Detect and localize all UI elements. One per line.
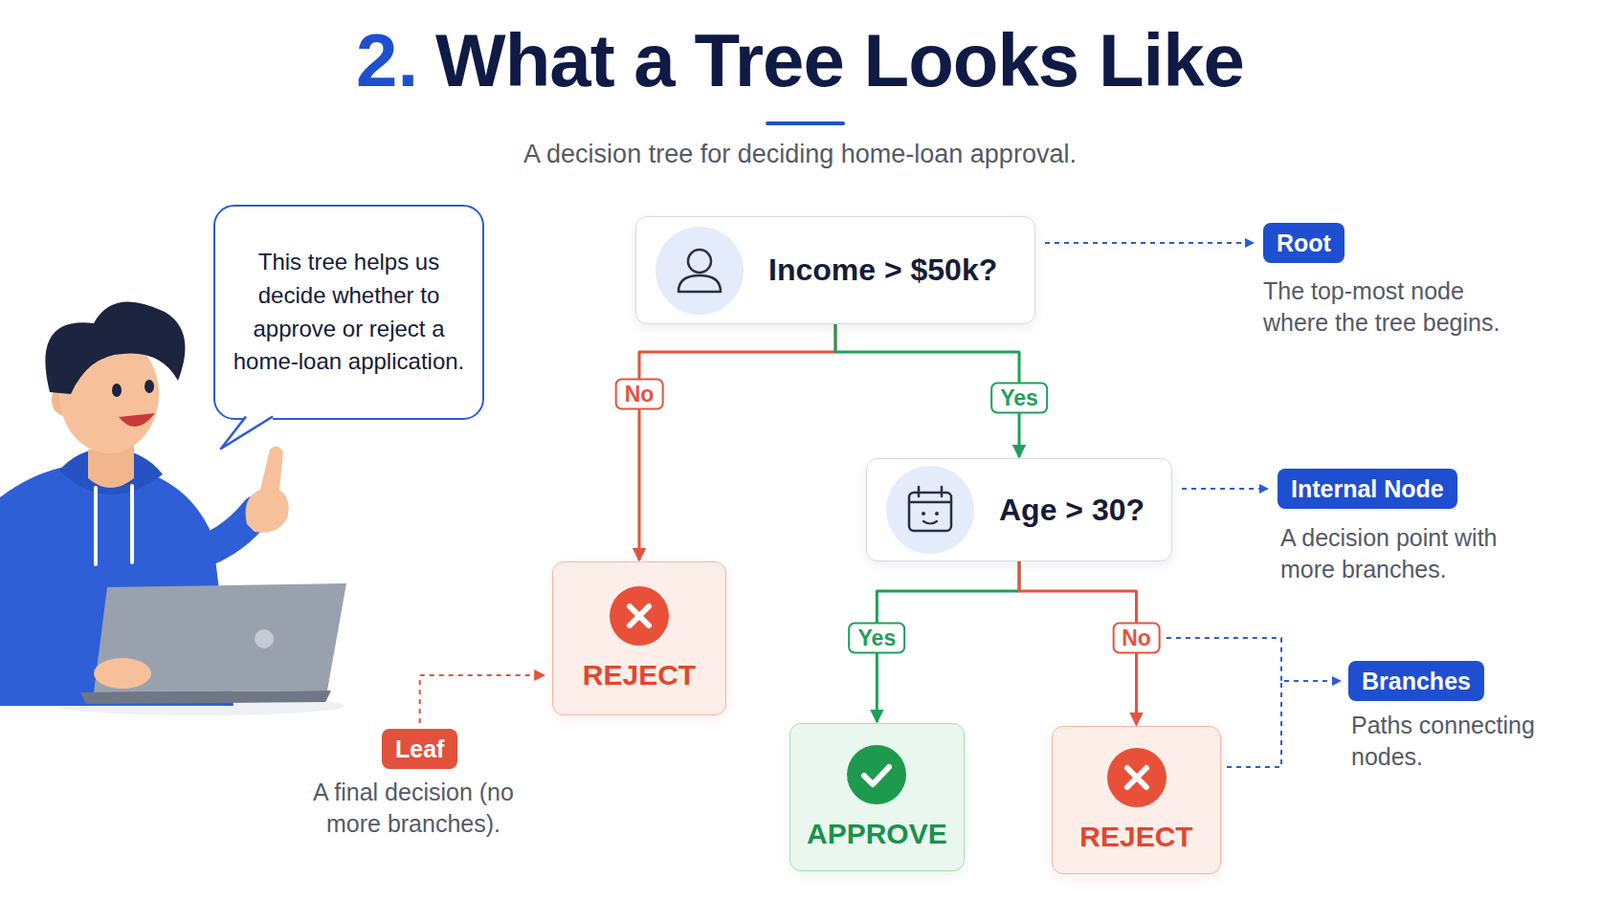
hand (93, 658, 152, 689)
laptop-lid (93, 583, 347, 693)
branch-label: No (615, 378, 665, 411)
node-text: REJECT (582, 659, 696, 692)
eye (144, 379, 155, 394)
check-icon (846, 745, 907, 805)
laptop-logo (254, 629, 274, 649)
person-icon (655, 226, 744, 315)
term-description: Paths connecting nodes. (1351, 710, 1557, 773)
node-text: Age > 30? (999, 492, 1145, 529)
term-description: A final decision (no more branches). (302, 777, 525, 840)
node-text: Internal Node (1290, 473, 1445, 505)
hair (44, 301, 185, 395)
laptop-base (80, 690, 332, 705)
section-number: 2. (355, 17, 419, 105)
title-row: 2.What a Tree Looks Like (0, 17, 1600, 105)
node-text: APPROVE (806, 818, 948, 851)
caption: A decision tree for deciding home-loan a… (0, 139, 1600, 170)
calendar-icon (886, 466, 975, 555)
leaf-box: REJECT (1051, 726, 1222, 875)
cross-icon (609, 586, 669, 646)
node-text: REJECT (1079, 821, 1193, 854)
mouth (118, 413, 156, 427)
branch-arrow (639, 324, 836, 561)
branch-label: No (1111, 622, 1161, 655)
leader-arrow (420, 675, 545, 724)
pointing-hand (245, 445, 289, 533)
speech-bubble: This tree helps us decide whether to app… (213, 204, 485, 421)
decision-box: Age > 30? (866, 458, 1173, 562)
node-text: Income > $50k? (768, 252, 998, 289)
title: What a Tree Looks Like (435, 17, 1245, 105)
bubble-tail (217, 416, 277, 457)
term-badge: Root (1263, 222, 1345, 264)
leader-arrow (1044, 242, 1254, 245)
node-text: This tree helps us decide whether to app… (232, 245, 466, 379)
node-text: Root (1276, 227, 1332, 259)
leader-arrow (1181, 488, 1268, 490)
leaf-box: APPROVE (789, 723, 965, 872)
term-badge: Branches (1348, 661, 1485, 702)
cross-icon (1107, 748, 1167, 808)
branch-label: Yes (848, 622, 907, 655)
eye (111, 383, 122, 398)
node-text: Leaf (395, 733, 445, 765)
leader-arrow (1226, 681, 1341, 768)
term-badge: Leaf (381, 729, 458, 770)
leaf-box: REJECT (552, 561, 727, 716)
term-badge: Internal Node (1277, 468, 1458, 510)
decision-box: Income > $50k? (635, 216, 1036, 325)
node-text: Branches (1361, 666, 1471, 697)
hoodie-strings (95, 486, 133, 565)
title-underline (765, 121, 845, 126)
term-description: A decision point with more branches. (1280, 522, 1511, 585)
bracket-line (1166, 638, 1282, 682)
term-description: The top-most node where the tree begins. (1263, 275, 1514, 338)
branch-label: Yes (990, 382, 1048, 415)
